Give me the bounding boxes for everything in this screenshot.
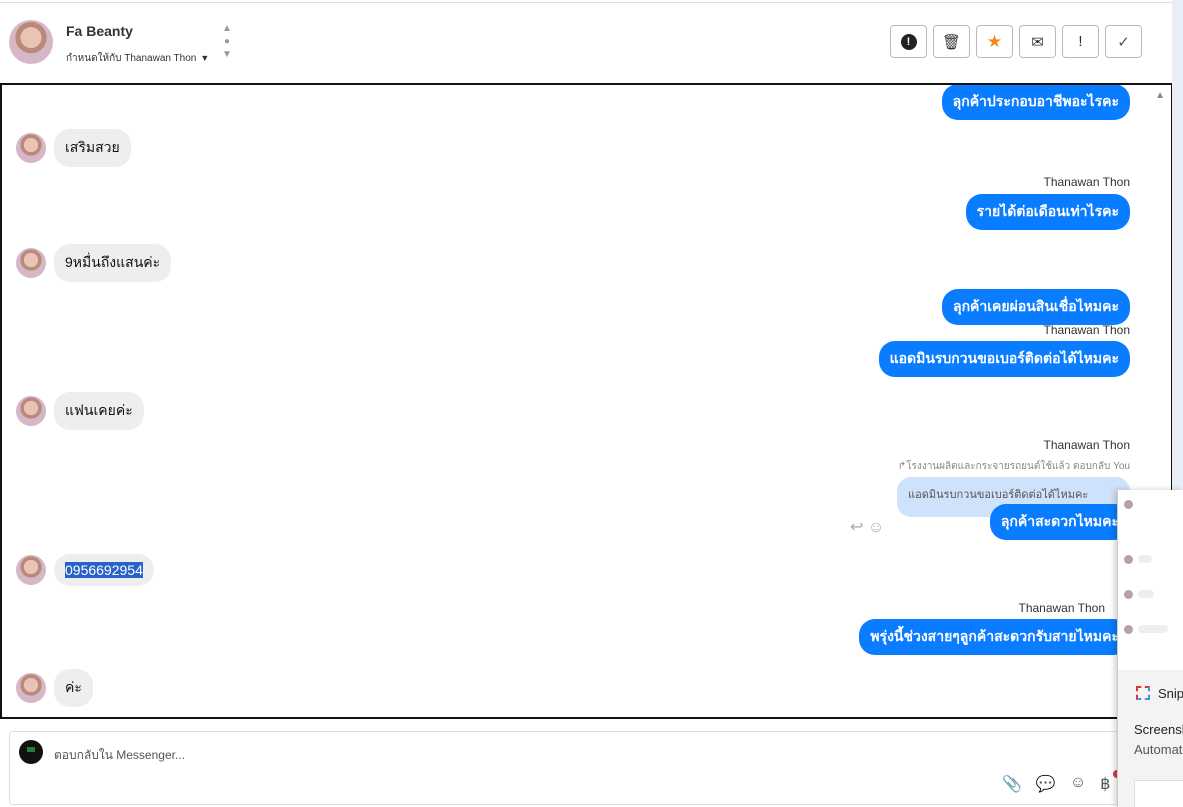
incoming-message: 9หมื่นถึงแสนค่ะ [16, 244, 172, 282]
scroll-up-icon[interactable]: ▲ [1155, 90, 1165, 101]
contact-avatar [9, 20, 53, 64]
conversation-header: Fa Beanty กำหนดให้กับ Thanawan Thon▼ ▲●▼… [0, 0, 1172, 82]
arrow-down-icon[interactable]: ▼ [222, 49, 232, 60]
outgoing-message: ลุกค้าประกอบอาชีพอะไรคะ [941, 85, 1130, 120]
sender-name: Thanawan Thon [1043, 175, 1130, 189]
contact-avatar [16, 396, 46, 426]
message-text: แฟนเคยค่ะ [54, 392, 144, 430]
arrow-up-icon[interactable]: ▲ [222, 23, 232, 34]
outgoing-message: ลุกค้าเคยผ่อนสินเชื่อไหมคะ [941, 289, 1130, 325]
outgoing-message: แอดมินรบกวนขอเบอร์ติดต่อได้ไหมคะ [878, 341, 1130, 377]
reply-context-text: โรงงานผลิตและกระจายรถยนต์ใช้แล้ว ตอบกลับ… [906, 461, 1130, 472]
sender-name: Thanawan Thon [1018, 601, 1105, 615]
outgoing-message: พรุ่งนี้ช่วงสายๆลูกค้าสะดวกรับสายไหมคะ [859, 619, 1130, 655]
exclamation-icon: ! [1078, 33, 1083, 50]
sender-name: Thanawan Thon [1043, 438, 1130, 452]
notification-line: Screensh [1134, 722, 1183, 737]
outgoing-message: รายได้ต่อเดือนเท่าไรคะ [965, 194, 1130, 230]
contact-avatar [16, 555, 46, 585]
incoming-message: 0956692954 [16, 554, 154, 586]
scissors-icon [1136, 686, 1150, 700]
alert-circle-icon: ! [900, 33, 917, 50]
sort-control[interactable]: ▲ ● ▼ [220, 22, 234, 61]
reply-input[interactable]: ตอบกลับใน Messenger... [54, 748, 185, 762]
important-button[interactable]: ! [1062, 25, 1099, 58]
delete-button[interactable]: 🗑 [933, 25, 970, 58]
baht-icon[interactable]: ฿ [1100, 776, 1111, 793]
incoming-message: ค่ะ [16, 669, 93, 707]
star-button[interactable]: ★ [976, 25, 1013, 58]
contact-avatar [16, 248, 46, 278]
assignee-label: กำหนดให้กับ Thanawan Thon [66, 53, 197, 64]
outgoing-message: ลุกค้าสะดวกไหมคะ [989, 504, 1130, 540]
page-scrollbar[interactable] [1172, 0, 1183, 807]
reply-context: ↱โรงงานผลิตและกระจายรถยนต์ใช้แล้ว ตอบกลั… [897, 461, 1130, 472]
incoming-message: เสริมสวย [16, 129, 131, 167]
caret-down-icon: ▼ [200, 53, 210, 63]
envelope-icon: ✉ [1031, 33, 1044, 51]
notification-line: Automat [1134, 742, 1183, 757]
sender-name: Thanawan Thon [1043, 323, 1130, 337]
screenshot-preview[interactable] [1118, 490, 1183, 670]
star-icon: ★ [986, 31, 1003, 51]
dot-icon: ● [223, 36, 231, 47]
message-text: 9หมื่นถึงแสนค่ะ [54, 244, 172, 282]
message-text: เสริมสวย [54, 129, 131, 167]
selected-phone-number[interactable]: 0956692954 [65, 562, 143, 578]
emoji-react-icon[interactable]: ☺ [867, 519, 885, 536]
contact-name: Fa Beanty [66, 23, 133, 39]
message-thread[interactable]: ▲ ลุกค้าประกอบอาชีพอะไรคะ เสริมสวย Thana… [0, 83, 1172, 719]
snipping-tool-notification[interactable]: Snipp Screensh Automat [1117, 490, 1183, 807]
notification-action[interactable] [1134, 780, 1183, 807]
incoming-message: แฟนเคยค่ะ [16, 392, 144, 430]
top-divider [0, 2, 1172, 3]
trash-icon: 🗑 [941, 33, 962, 51]
saved-reply-icon[interactable]: 💬 [1035, 776, 1056, 793]
check-icon: ✓ [1117, 33, 1130, 51]
mark-unread-button[interactable]: ✉ [1019, 25, 1056, 58]
message-text: ค่ะ [54, 669, 93, 707]
message-text: 0956692954 [54, 554, 154, 586]
mark-done-button[interactable]: ✓ [1105, 25, 1142, 58]
contact-avatar [16, 673, 46, 703]
notification-title: Snipp [1158, 686, 1183, 701]
reply-icon[interactable]: ↩ [850, 519, 864, 536]
contact-avatar [16, 133, 46, 163]
paperclip-icon[interactable]: 📎 [1002, 776, 1022, 793]
assignee-dropdown[interactable]: กำหนดให้กับ Thanawan Thon▼ [66, 51, 209, 66]
reply-composer[interactable]: ตอบกลับใน Messenger... 📎 💬 ☺ ฿ [9, 731, 1172, 805]
page-avatar [19, 740, 43, 764]
mark-spam-button[interactable]: ! [890, 25, 927, 58]
emoji-icon[interactable]: ☺ [1069, 774, 1087, 791]
